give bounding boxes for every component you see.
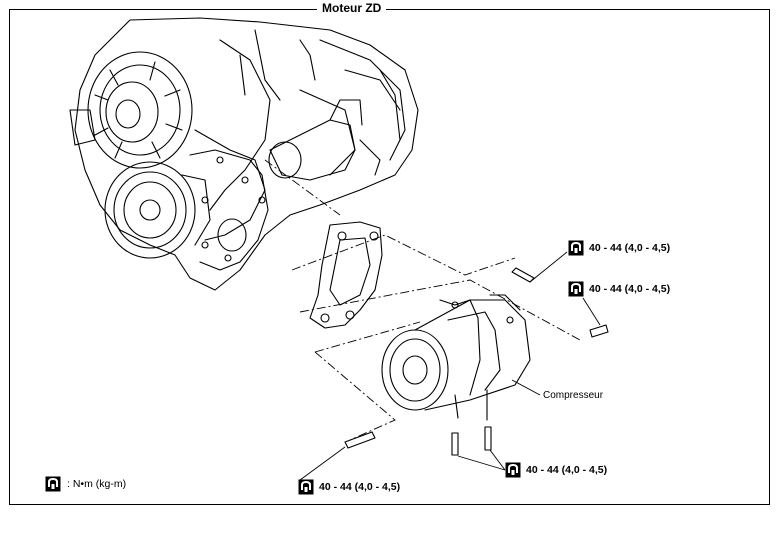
engine-block [69,17,419,291]
legend: : N•m (kg-m) [45,476,126,492]
compressor [381,294,531,421]
torque-callout: 40 - 44 (4,0 - 4,5) [568,240,670,256]
compressor-label: Compresseur [543,390,604,401]
torque-callout: 40 - 44 (4,0 - 4,5) [298,479,400,495]
crankshaft-pulley [104,161,211,259]
torque-value: 40 - 44 (4,0 - 4,5) [589,242,671,254]
torque-wrench-icon [298,479,314,495]
torque-value: 40 - 44 (4,0 - 4,5) [526,464,608,476]
timing-cover [189,149,269,271]
torque-callout: 40 - 44 (4,0 - 4,5) [505,462,607,478]
torque-wrench-icon [45,476,61,492]
torque-value: 40 - 44 (4,0 - 4,5) [319,481,401,493]
torque-callout: 40 - 44 (4,0 - 4,5) [568,281,670,297]
installation-lines [264,159,581,441]
diagram-frame [9,9,770,505]
torque-wrench-icon [568,281,584,297]
torque-wrench-icon [505,462,521,478]
leader-lines [299,251,601,481]
bolts [344,267,609,456]
compressor-bracket [309,221,383,329]
fan-coupling [87,51,193,169]
diagram-title: Moteur ZD [317,0,387,16]
thermostat-housing [268,99,363,181]
torque-wrench-icon [568,240,584,256]
torque-value: 40 - 44 (4,0 - 4,5) [589,283,671,295]
legend-text: : N•m (kg-m) [67,478,127,490]
